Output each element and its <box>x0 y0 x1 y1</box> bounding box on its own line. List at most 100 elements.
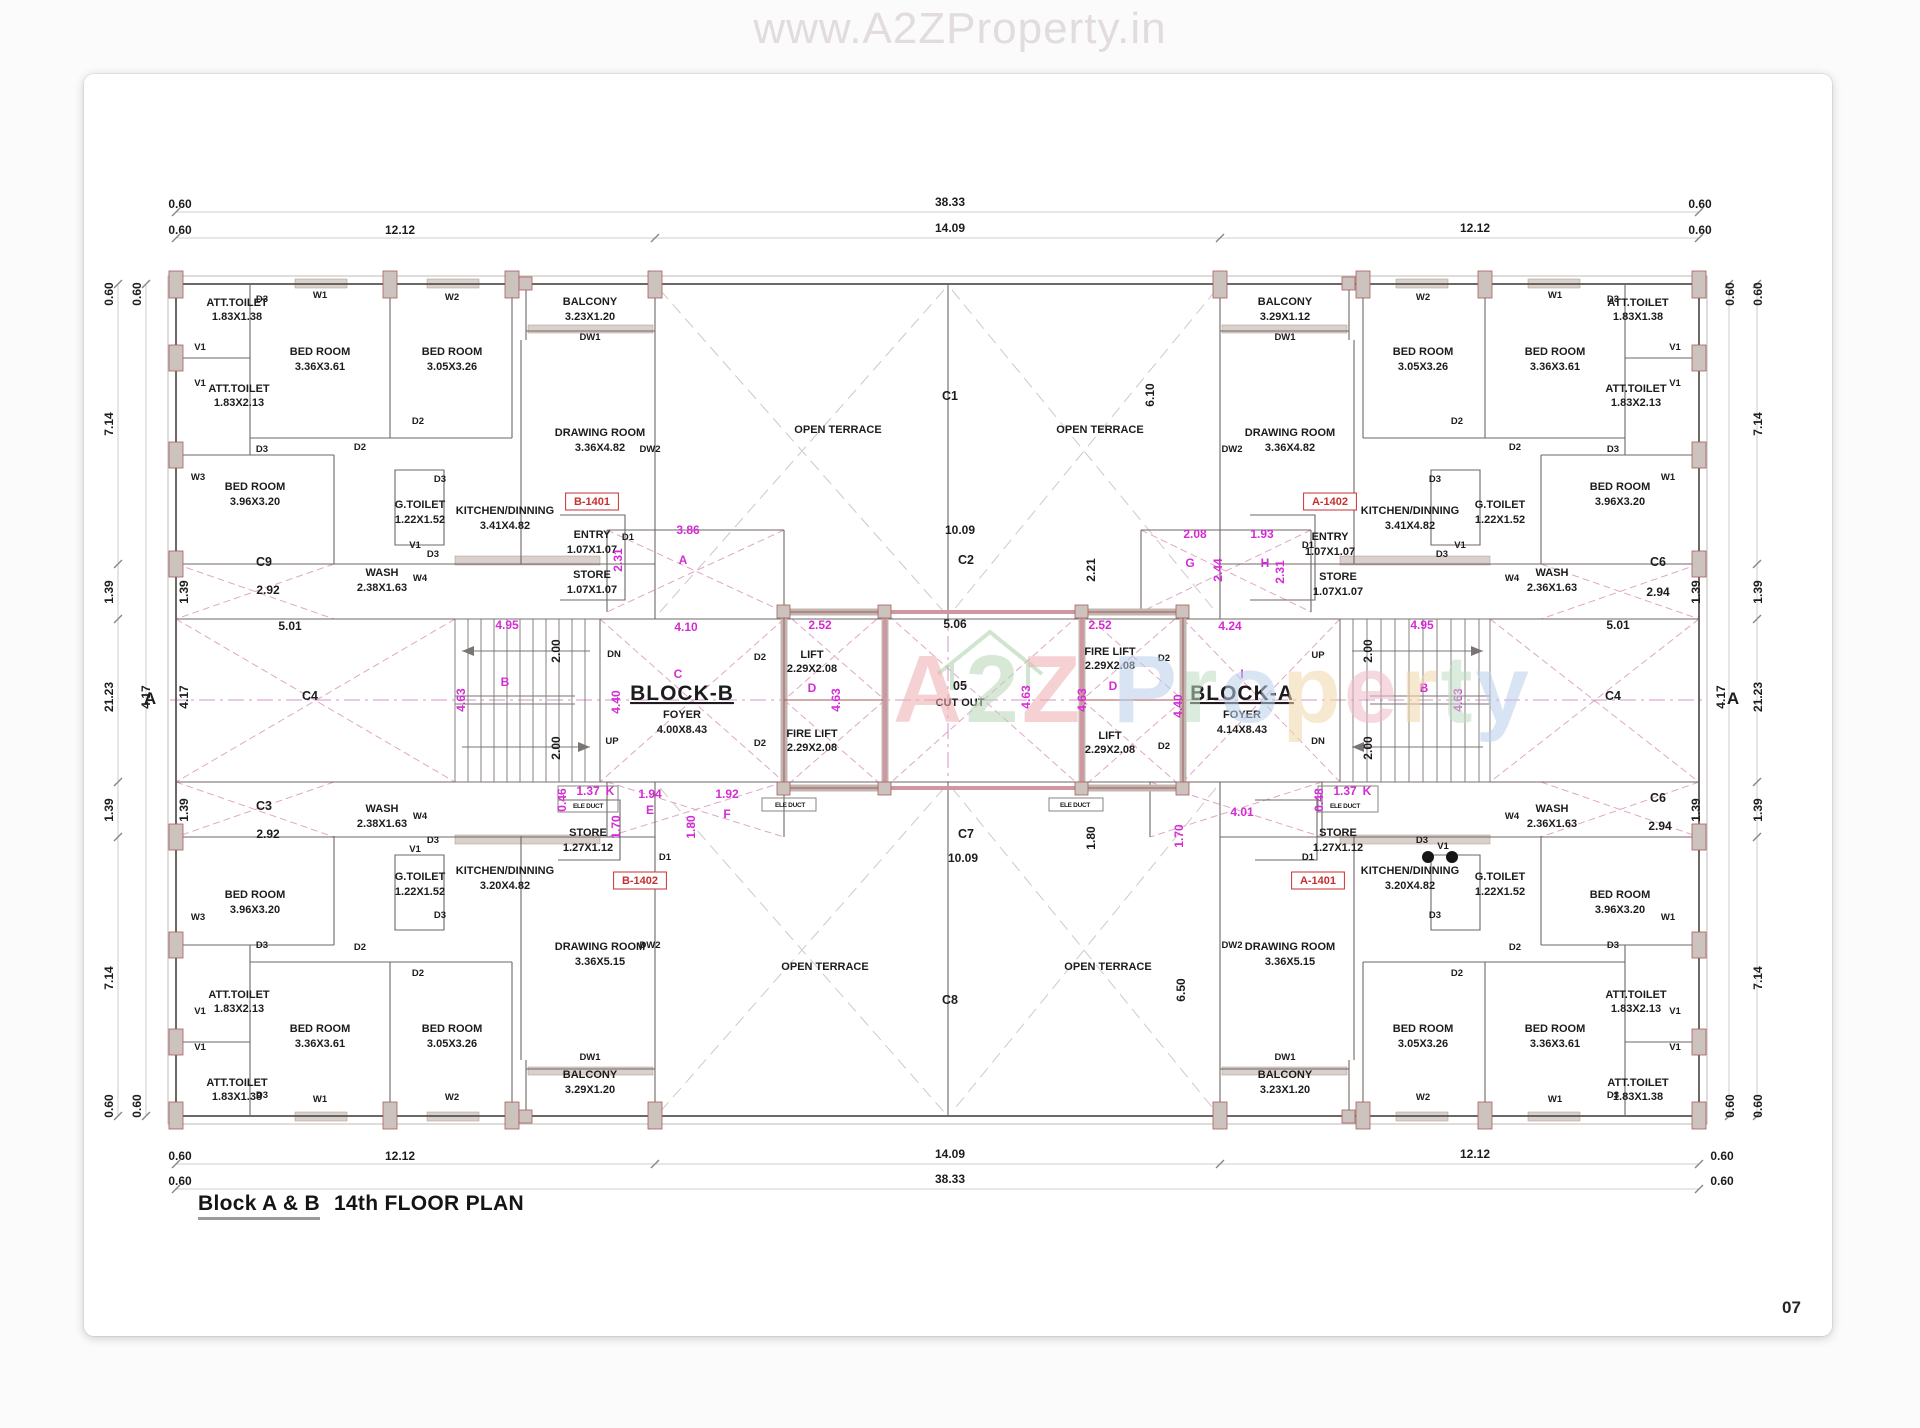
plan-label: V1 <box>409 844 421 855</box>
plan-label: FIRE LIFT <box>1084 646 1136 658</box>
plan-label: BED ROOM <box>290 1023 351 1035</box>
plan-label: 12.12 <box>1460 1147 1490 1161</box>
staircase-block-b <box>454 618 601 783</box>
plan-label: 1.22X1.52 <box>1475 886 1525 898</box>
vent-dot <box>1422 851 1434 863</box>
plan-label: 3.05X3.26 <box>427 1038 477 1050</box>
plan-label: STORE <box>569 827 607 839</box>
plan-label: 2.38X1.63 <box>357 582 407 594</box>
plan-label: D3 <box>1436 549 1448 560</box>
plan-label: W4 <box>1505 573 1520 584</box>
plan-label: ATT.TOILET <box>206 297 268 309</box>
plan-label: 14.09 <box>935 1147 965 1161</box>
watermark-letter: r <box>1400 636 1441 743</box>
plan-label: 0.60 <box>168 223 192 237</box>
plan-label: LIFT <box>1098 730 1121 742</box>
plan-label: 1.39 <box>1689 798 1703 822</box>
plan-label: 10.09 <box>945 523 975 537</box>
plan-label: 3.96X3.20 <box>230 904 280 916</box>
plan-label: C1 <box>942 389 958 403</box>
plan-label: V1 <box>409 540 421 551</box>
plan-label: 3.29X1.12 <box>1260 311 1310 323</box>
plan-label: 7.14 <box>1751 412 1765 436</box>
plan-label: C7 <box>958 827 974 841</box>
plan-label: W4 <box>413 573 428 584</box>
plan-label: 4.01 <box>1230 805 1254 819</box>
plan-label: STORE <box>573 569 611 581</box>
plan-label: 0.60 <box>168 197 192 211</box>
plan-label: H <box>1261 556 1270 570</box>
plan-label: ATT.TOILET <box>1607 1077 1669 1089</box>
walls <box>167 275 1708 1125</box>
plan-label: 3.05X3.26 <box>1398 361 1448 373</box>
plan-label: DRAWING ROOM <box>555 427 645 439</box>
plan-label: FOYER <box>663 709 701 721</box>
plan-label: D3 <box>1429 474 1441 485</box>
plan-label: 3.23X1.20 <box>565 311 615 323</box>
plan-label: BLOCK-B <box>630 682 734 705</box>
plan-label: C6 <box>1650 555 1666 569</box>
plan-label: D2 <box>412 416 424 427</box>
plan-label: LIFT <box>800 649 823 661</box>
plan-label: 1.83X2.13 <box>1611 1003 1661 1015</box>
plan-label: D3 <box>427 835 439 846</box>
plan-label: 1.22X1.52 <box>395 886 445 898</box>
plan-label: 21.23 <box>102 682 116 712</box>
plan-label: BED ROOM <box>1393 1023 1454 1035</box>
plan-label: W3 <box>191 912 205 923</box>
plan-label: D <box>808 681 817 695</box>
plan-label: STORE <box>1319 827 1357 839</box>
watermark-letter: y <box>1475 636 1532 743</box>
unit-tag-box <box>1291 871 1345 890</box>
plan-label: WASH <box>1536 567 1569 579</box>
plan-label: 1.83X1.38 <box>212 311 262 323</box>
plan-label: D2 <box>1158 741 1170 752</box>
plan-label: DW2 <box>639 444 660 455</box>
plan-label: 1.83X2.13 <box>214 1003 264 1015</box>
plan-label: 2.52 <box>1088 618 1112 632</box>
plan-label: 3.96X3.20 <box>230 496 280 508</box>
watermark-letter: P <box>1113 636 1181 743</box>
plan-label: B-1402 <box>622 875 658 887</box>
plan-label: 5.01 <box>278 619 302 633</box>
plan-label: G.TOILET <box>395 499 446 511</box>
plan-label: 3.96X3.20 <box>1595 904 1645 916</box>
plan-label: 3.36X4.82 <box>575 442 625 454</box>
plan-label: 4.24 <box>1218 619 1242 633</box>
plan-label: B <box>1420 681 1429 695</box>
page-number: 07 <box>1782 1298 1801 1317</box>
plan-label: 3.36X4.82 <box>1265 442 1315 454</box>
plan-label: D3 <box>256 294 268 305</box>
plan-label: V1 <box>1454 540 1466 551</box>
plan-label: C6 <box>1650 791 1666 805</box>
plan-label: FOYER <box>1223 709 1261 721</box>
plan-label: ATT.TOILET <box>208 383 270 395</box>
unit-tag-box <box>565 492 619 511</box>
plan-label: V1 <box>194 342 206 353</box>
vent-dot <box>1446 851 1458 863</box>
plan-label: W1 <box>313 1094 328 1105</box>
plan-label: A-1402 <box>1312 496 1348 508</box>
plan-label: B <box>501 675 510 689</box>
plan-label: D3 <box>1429 910 1441 921</box>
plan-label: D3 <box>427 549 439 560</box>
plan-label: ATT.TOILET <box>1605 383 1667 395</box>
plan-label: D2 <box>354 442 366 453</box>
plan-label: W1 <box>1548 1094 1563 1105</box>
plan-label: 1.83X1.38 <box>212 1091 262 1103</box>
plan-label: 4.40 <box>1171 694 1185 718</box>
plan-label: D3 <box>1607 294 1619 305</box>
watermark-letter: o <box>1220 636 1283 743</box>
plan-label: 1.70 <box>609 815 623 839</box>
plan-label: DW2 <box>1221 444 1242 455</box>
plan-label: 3.36X5.15 <box>575 956 625 968</box>
plan-label: D1 <box>659 852 672 863</box>
plan-label: BED ROOM <box>225 481 286 493</box>
plan-label: 1.80 <box>1084 826 1098 850</box>
plan-label: A <box>1727 689 1739 708</box>
plan-label: 0.48 <box>1312 788 1326 812</box>
plan-label: 1.22X1.52 <box>1475 514 1525 526</box>
plan-label: D2 <box>412 968 424 979</box>
plan-label: C4 <box>1605 689 1621 703</box>
